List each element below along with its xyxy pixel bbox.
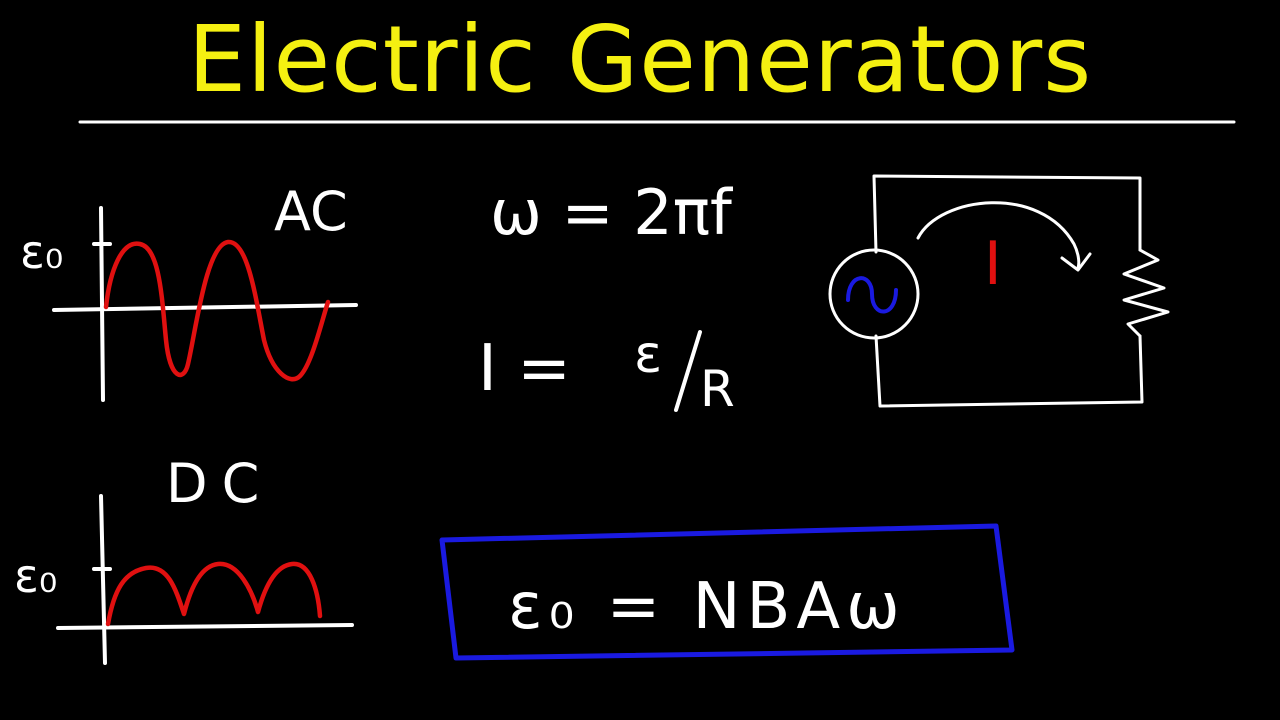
- current-arrow-head: [1060, 252, 1092, 272]
- peak-emf-equation: ε₀ = NBAω: [508, 570, 906, 644]
- circuit-current-label: I: [984, 229, 1002, 299]
- ac-circuit: I: [828, 174, 1170, 408]
- circuit-wire-bottom: [874, 334, 1144, 408]
- ac-source-symbol: [846, 276, 898, 314]
- current-direction-arrow: [916, 201, 1081, 270]
- dc-graph-x-axis: [56, 623, 354, 630]
- page-title: Electric Generators: [187, 6, 1093, 113]
- fraction-slash: [674, 330, 702, 412]
- ac-graph-label: AC: [274, 180, 348, 243]
- peak-emf-border: [439, 523, 1015, 661]
- angular-frequency-equation: ω = 2πf: [490, 176, 734, 249]
- dc-graph-label: DC: [166, 452, 273, 515]
- peak-emf-box: ε₀ = NBAω: [439, 523, 1015, 661]
- ac-graph-y-label: ε₀: [20, 225, 63, 279]
- ac-source-icon: [828, 248, 920, 340]
- dc-graph-y-axis: [99, 494, 107, 665]
- ac-graph: AC ε₀: [20, 180, 358, 402]
- resistor-icon: [1122, 248, 1170, 338]
- ohms-law-equation: I = ε R: [478, 325, 735, 418]
- dc-graph: DC ε₀: [14, 452, 354, 665]
- current-equation-denominator: R: [700, 360, 735, 418]
- dc-rectified-wave: [105, 561, 323, 627]
- ac-graph-x-axis: [52, 303, 358, 312]
- ac-graph-y-axis: [99, 206, 105, 402]
- current-equation-lhs: I =: [478, 332, 571, 406]
- ac-sine-wave: [103, 239, 331, 382]
- dc-graph-y-label: ε₀: [14, 549, 57, 603]
- circuit-wire-top: [872, 174, 1142, 254]
- current-equation-numerator: ε: [634, 325, 662, 385]
